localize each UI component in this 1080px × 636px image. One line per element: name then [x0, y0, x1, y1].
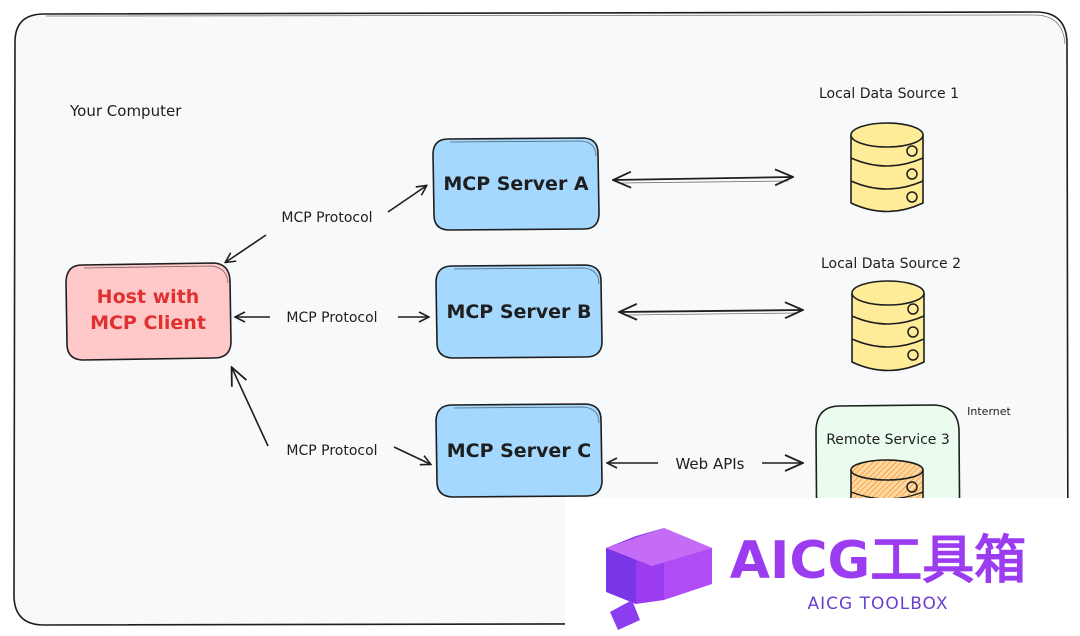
aicg-logo-icon: [606, 528, 712, 630]
datasource-2-icon: [851, 280, 925, 372]
mcp-server-a-box[interactable]: [432, 137, 600, 231]
protocol-arrow-bottom: [232, 368, 430, 464]
host-label-line2: MCP Client: [90, 312, 206, 334]
datasource-1-label: Local Data Source 1: [819, 86, 959, 102]
protocol-label-top: MCP Protocol: [281, 210, 372, 226]
protocol-label-middle: MCP Protocol: [286, 310, 377, 326]
your-computer-label: Your Computer: [69, 102, 182, 120]
mcp-server-a-label: MCP Server A: [443, 173, 589, 195]
watermark-subtitle: AICG TOOLBOX: [807, 594, 948, 614]
protocol-arrow-top: [226, 186, 426, 262]
mcp-server-c-box[interactable]: [435, 403, 603, 498]
server-a-datasource-arrow: [614, 177, 792, 183]
mcp-server-b-box[interactable]: [435, 264, 603, 359]
mcp-server-c-label: MCP Server C: [447, 440, 592, 462]
datasource-2-label: Local Data Source 2: [821, 256, 961, 272]
host-box[interactable]: [65, 262, 232, 361]
watermark-panel: AICG工具箱 AICG TOOLBOX: [565, 498, 1080, 636]
web-apis-label: Web APIs: [675, 455, 744, 473]
server-b-datasource-arrow: [620, 310, 802, 315]
mcp-server-b-label: MCP Server B: [446, 301, 591, 323]
internet-label: Internet: [967, 405, 1011, 418]
watermark-title: AICG工具箱: [730, 531, 1026, 591]
remote-service-label: Remote Service 3: [826, 432, 950, 448]
datasource-1-icon: [850, 122, 924, 213]
protocol-label-bottom: MCP Protocol: [286, 443, 377, 459]
host-label-line1: Host with: [97, 286, 200, 308]
